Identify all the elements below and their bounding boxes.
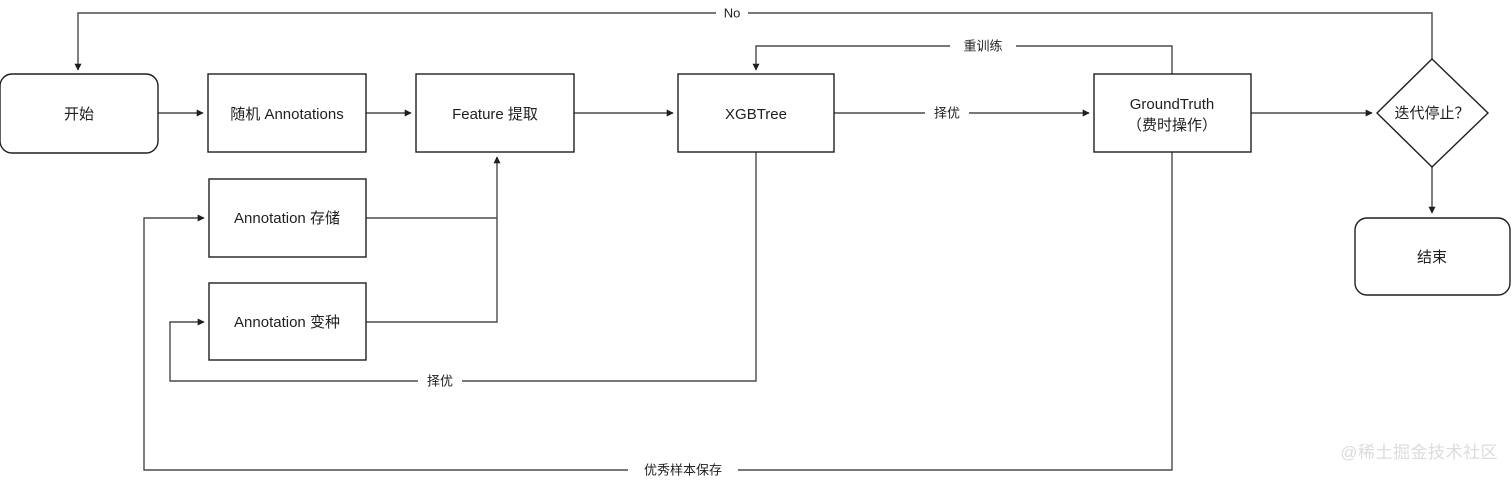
- node-feature-extract[interactable]: Feature 提取: [415, 73, 575, 153]
- node-annotation-store[interactable]: Annotation 存储: [208, 178, 367, 258]
- node-feature-extract-shape[interactable]: [415, 73, 575, 153]
- node-xgbtree-shape[interactable]: [677, 73, 835, 153]
- node-xgbtree[interactable]: XGBTree: [677, 73, 835, 153]
- node-groundtruth-sublabel: （费时操作）: [1127, 117, 1217, 134]
- edge-label-select-top: 择优: [934, 105, 960, 120]
- node-groundtruth-shape[interactable]: [1093, 73, 1252, 153]
- node-start-label: 开始: [64, 106, 94, 123]
- edge-variant-to-feature: [366, 156, 501, 323]
- node-end[interactable]: 结束: [1354, 217, 1511, 296]
- node-groundtruth-label: GroundTruth: [1130, 96, 1215, 113]
- edge-label-bg-select-top: [925, 105, 969, 121]
- node-decision-stop-iteration-shape[interactable]: [1376, 58, 1490, 168]
- edge-label-bg-save-samples: [628, 462, 738, 478]
- node-end-label: 结束: [1417, 249, 1447, 266]
- edge-groundtruth-to-xgbtree: 重训练: [752, 38, 1173, 74]
- edge-xgbtree-to-groundtruth: 择优: [834, 105, 1090, 121]
- node-random-annotations-shape[interactable]: [207, 73, 367, 153]
- node-annotation-variant-shape[interactable]: [208, 282, 367, 361]
- node-decision-stop-iteration-label: 迭代停止？: [1394, 105, 1469, 122]
- node-groundtruth[interactable]: GroundTruth （费时操作）: [1093, 73, 1252, 153]
- edge-label-retrain: 重训练: [963, 38, 1002, 53]
- edge-groundtruth-to-store: 优秀样本保存: [143, 152, 1173, 478]
- edge-label-select-top-2: 择优: [427, 373, 453, 388]
- node-start[interactable]: 开始: [0, 73, 159, 154]
- watermark: @稀土掘金技术社区: [1340, 443, 1498, 462]
- node-decision-stop-iteration[interactable]: 迭代停止？: [1376, 58, 1490, 168]
- edge-label-bg-retrain: [950, 38, 1016, 54]
- edge-decision-to-start: No: [74, 5, 1433, 71]
- node-random-annotations-label: 随机 Annotations: [230, 106, 343, 123]
- edge-label-bg-no: [716, 5, 748, 21]
- edge-xgbtree-to-variant: 择优: [169, 152, 757, 389]
- node-annotation-variant[interactable]: Annotation 变种: [208, 282, 367, 361]
- node-start-shape[interactable]: [0, 73, 159, 154]
- node-xgbtree-label: XGBTree: [725, 106, 787, 123]
- node-end-shape[interactable]: [1354, 217, 1511, 296]
- edge-label-no: No: [724, 5, 741, 20]
- edge-label-bg-select-top-2: [418, 373, 462, 389]
- node-annotation-store-label: Annotation 存储: [234, 210, 340, 227]
- node-random-annotations[interactable]: 随机 Annotations: [207, 73, 367, 153]
- node-annotation-store-shape[interactable]: [208, 178, 367, 258]
- node-annotation-variant-label: Annotation 变种: [234, 314, 340, 331]
- edge-label-save-samples: 优秀样本保存: [644, 462, 722, 477]
- node-feature-extract-label: Feature 提取: [452, 106, 538, 123]
